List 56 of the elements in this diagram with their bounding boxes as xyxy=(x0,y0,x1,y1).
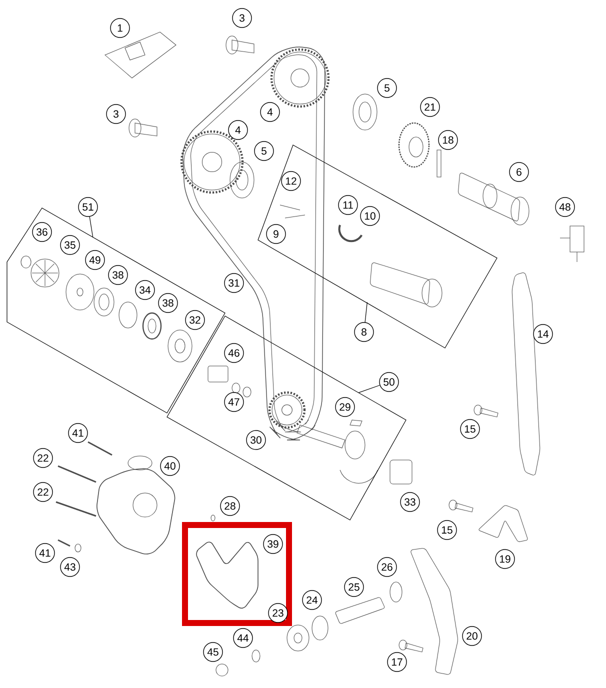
callout-number: 3 xyxy=(232,8,252,28)
callout-number: 22 xyxy=(33,482,53,502)
callout-number: 18 xyxy=(438,130,458,150)
callout-number: 9 xyxy=(266,224,286,244)
leader-line xyxy=(364,302,368,322)
callout-number: 25 xyxy=(344,577,364,597)
callout-number: 24 xyxy=(302,590,322,610)
callout-number: 5 xyxy=(377,78,397,98)
callout-number: 34 xyxy=(135,280,155,300)
callout-number: 28 xyxy=(220,496,240,516)
callout-number: 47 xyxy=(224,392,244,412)
callout-number: 50 xyxy=(379,372,399,392)
callout-number: 31 xyxy=(224,273,244,293)
callout-number: 17 xyxy=(387,652,407,672)
callout-number: 38 xyxy=(108,265,128,285)
callout-number: 19 xyxy=(495,549,515,569)
group-panel xyxy=(258,144,498,348)
callout-number: 26 xyxy=(377,557,397,577)
callout-number: 15 xyxy=(460,419,480,439)
callout-number: 33 xyxy=(400,492,420,512)
callout-number: 1 xyxy=(110,18,130,38)
callout-number: 5 xyxy=(254,141,274,161)
leader-line xyxy=(89,216,94,238)
callout-number: 6 xyxy=(509,162,529,182)
callout-number: 40 xyxy=(160,456,180,476)
callout-number: 23 xyxy=(268,603,288,623)
callout-number: 39 xyxy=(263,534,283,554)
callout-number: 21 xyxy=(420,97,440,117)
callout-number: 35 xyxy=(60,235,80,255)
callout-number: 29 xyxy=(335,397,355,417)
callout-number: 14 xyxy=(533,324,553,344)
callout-number: 43 xyxy=(60,557,80,577)
callout-number: 11 xyxy=(338,195,358,215)
callout-number: 36 xyxy=(32,222,52,242)
callout-number: 45 xyxy=(203,642,223,662)
callout-number: 30 xyxy=(246,430,266,450)
callout-number: 51 xyxy=(78,197,98,217)
callout-number: 8 xyxy=(354,322,374,342)
callout-number: 32 xyxy=(185,310,205,330)
callout-number: 41 xyxy=(68,423,88,443)
callout-number: 38 xyxy=(158,293,178,313)
callout-number: 4 xyxy=(260,102,280,122)
callout-number: 22 xyxy=(33,448,53,468)
callout-number: 20 xyxy=(462,626,482,646)
callout-number: 10 xyxy=(360,206,380,226)
callout-number: 15 xyxy=(437,520,457,540)
callout-number: 3 xyxy=(106,104,126,124)
leader-line xyxy=(358,384,380,394)
callout-number: 12 xyxy=(281,171,301,191)
callout-number: 41 xyxy=(35,543,55,563)
callout-number: 4 xyxy=(228,120,248,140)
highlight-frame xyxy=(182,522,292,626)
callout-number: 49 xyxy=(85,250,105,270)
callout-number: 48 xyxy=(555,197,575,217)
callout-number: 46 xyxy=(224,343,244,363)
callout-number: 44 xyxy=(233,628,253,648)
